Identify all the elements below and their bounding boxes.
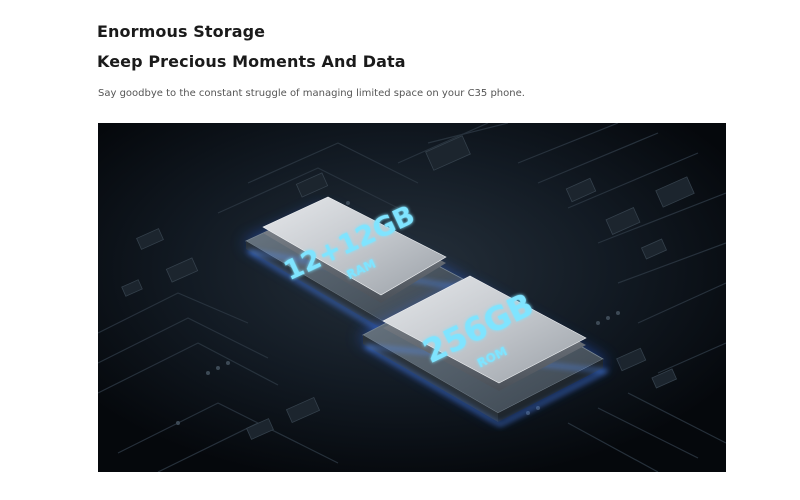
circuit-traces — [98, 123, 726, 472]
section-description: Say goodbye to the constant struggle of … — [98, 88, 525, 99]
storage-hero-image: 12+12GB RAM 256GB ROM — [98, 123, 726, 472]
rom-chip: 256GB ROM — [358, 275, 610, 427]
section-headline: Keep Precious Moments And Data — [97, 52, 406, 71]
board-dots — [176, 201, 620, 425]
board-components — [121, 135, 695, 440]
section-title: Enormous Storage — [97, 22, 266, 41]
circuit-board-illustration: 12+12GB RAM 256GB ROM — [98, 123, 726, 472]
